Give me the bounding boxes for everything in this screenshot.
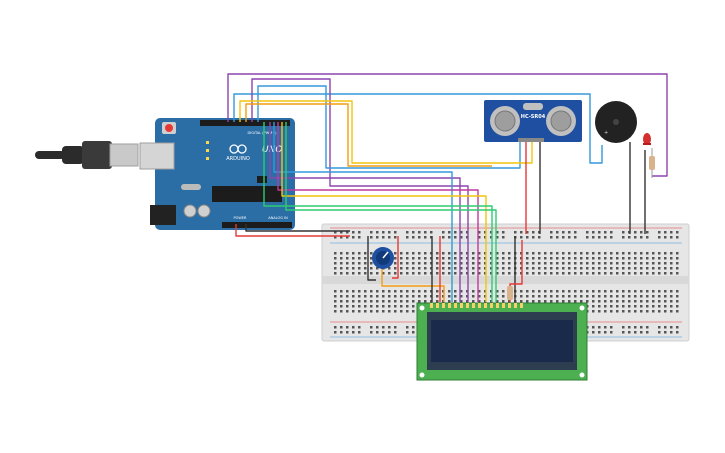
- svg-text:+: +: [604, 130, 608, 136]
- wire-black-pot[interactable]: [367, 236, 376, 281]
- wire-black-gnd[interactable]: [245, 224, 350, 232]
- digital-header[interactable]: [200, 120, 290, 126]
- lcd-display[interactable]: [416, 302, 588, 381]
- wire-orange-1[interactable]: [245, 103, 492, 167]
- wire-yellow-1[interactable]: [239, 100, 533, 164]
- arduino-brand-label: ARDUINO: [226, 156, 250, 162]
- power-analog-header[interactable]: [222, 222, 292, 228]
- red-led[interactable]: [643, 133, 651, 145]
- lcd-screen: [431, 320, 573, 362]
- ultrasonic-sensor[interactable]: HC-SR04: [484, 100, 582, 142]
- wire-red-pot[interactable]: [392, 236, 399, 279]
- digital-header-label: DIGITAL (PWM~): [247, 131, 277, 135]
- lcd-resistor[interactable]: [507, 286, 513, 300]
- sensor-label: HC-SR04: [521, 114, 546, 120]
- potentiometer[interactable]: [372, 247, 394, 269]
- wire-yellow-lcd[interactable]: [281, 122, 487, 302]
- arduino-uno-board[interactable]: ARDUINO UNO DIGITAL (PWM~) POWER ANALOG …: [139, 118, 295, 230]
- wire-green-lcd-2[interactable]: [285, 122, 497, 302]
- wire-blue-loop[interactable]: [257, 85, 521, 169]
- arduino-model-label: UNO: [262, 145, 282, 155]
- wire-blue-buzzer[interactable]: [233, 93, 603, 164]
- analog-header-label: ANALOG IN: [268, 216, 288, 220]
- reset-button[interactable]: [165, 124, 173, 132]
- wire-blue-lcd[interactable]: [273, 122, 453, 302]
- wire-green-lcd[interactable]: [263, 122, 493, 302]
- lcd-pins: [430, 303, 523, 308]
- wires: [227, 73, 668, 302]
- power-header-label: POWER: [234, 216, 248, 220]
- usb-cable[interactable]: [35, 141, 139, 169]
- piezo-buzzer[interactable]: +: [595, 101, 637, 143]
- led-resistor[interactable]: [649, 148, 655, 178]
- wire-purple-top[interactable]: [227, 73, 668, 177]
- wire-purple-lcd[interactable]: [269, 122, 461, 302]
- microcontroller-chip: [212, 186, 282, 202]
- wire-red-5v[interactable]: [235, 224, 350, 237]
- wire-magenta-lcd[interactable]: [277, 122, 479, 302]
- wire-orange-pot[interactable]: [381, 268, 445, 302]
